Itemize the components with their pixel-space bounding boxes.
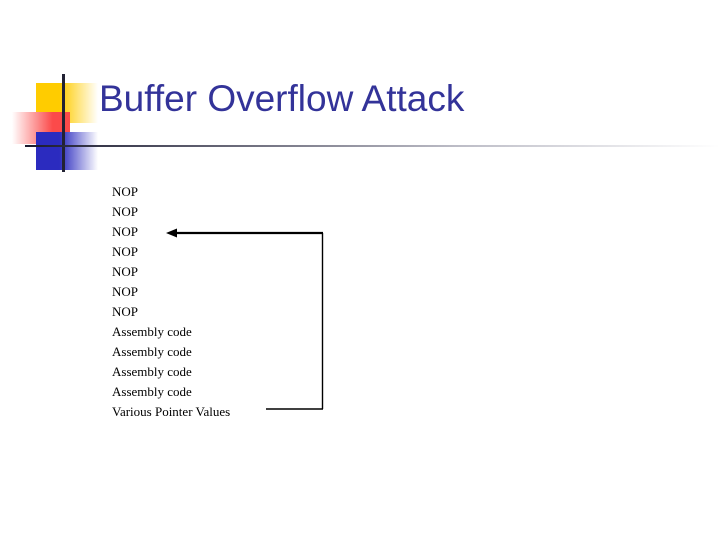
- stack-line: Assembly code: [112, 324, 192, 339]
- stack-line: NOP: [112, 304, 139, 319]
- stack-diagram-text-block: NOP NOP NOP NOP NOP NOP NOP Assembly cod…: [112, 182, 230, 422]
- stack-line: Assembly code: [112, 344, 192, 359]
- stack-line: Assembly code: [112, 364, 192, 379]
- stack-line: NOP: [112, 184, 139, 199]
- stack-line: Various Pointer Values: [112, 404, 231, 419]
- stack-line: NOP: [112, 224, 139, 239]
- stack-line: NOP: [112, 284, 139, 299]
- header-separator-rule: [25, 145, 720, 147]
- stack-line: NOP: [112, 264, 139, 279]
- stack-line: NOP: [112, 204, 139, 219]
- stack-line: NOP: [112, 244, 139, 259]
- logo-blue-block: [36, 132, 98, 170]
- page-title: Buffer Overflow Attack: [99, 78, 465, 119]
- logo-vertical-line: [62, 74, 65, 172]
- stack-line: Assembly code: [112, 384, 192, 399]
- decorative-logo: [0, 70, 110, 175]
